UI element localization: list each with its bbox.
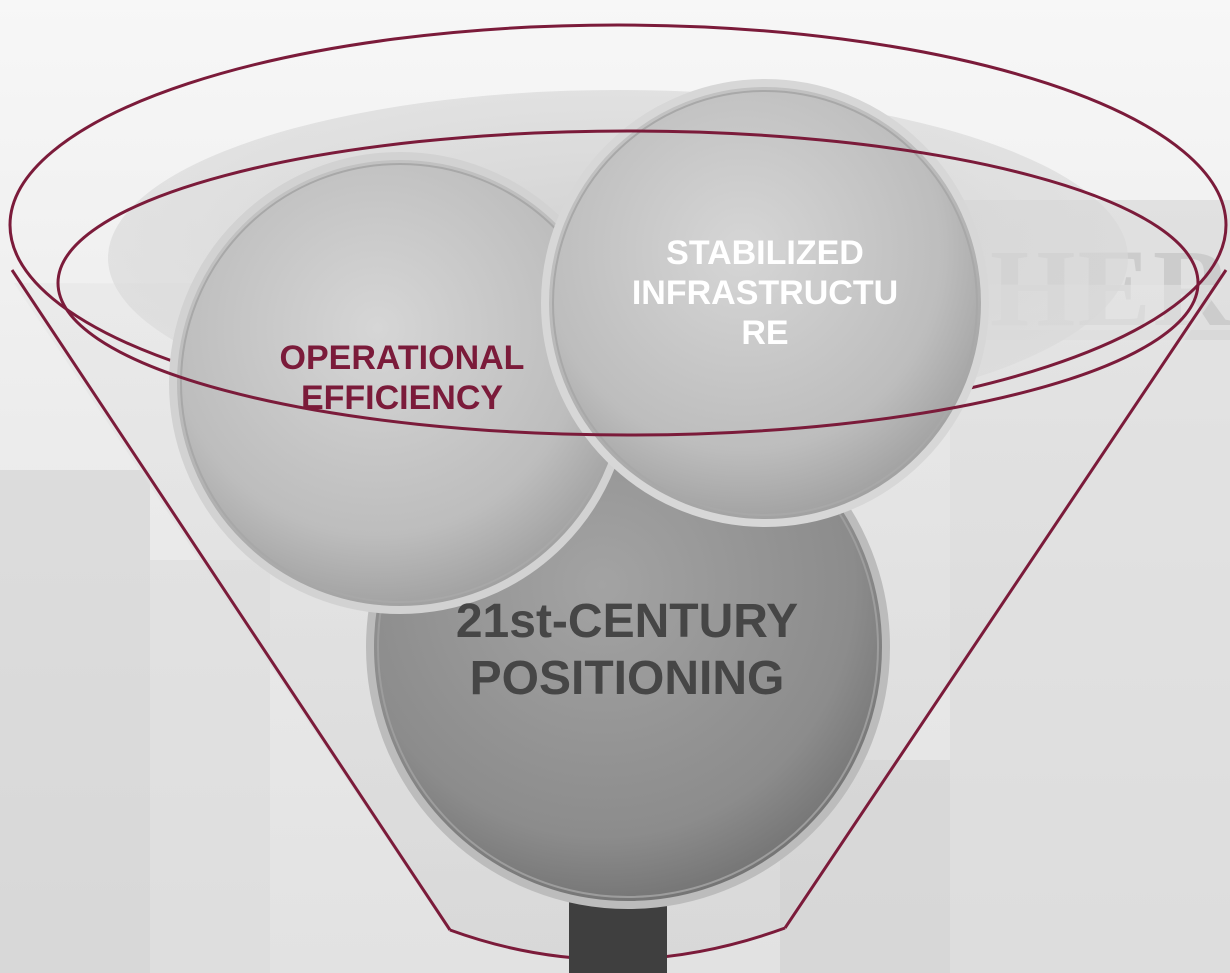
background-building-left (0, 470, 150, 973)
label-stabilized-infrastructure: STABILIZED INFRASTRUCTU RE (631, 234, 899, 353)
funnel-edge-right (783, 269, 1228, 929)
circle-stabilized-ring (552, 90, 978, 516)
circle-stabilized (541, 79, 989, 527)
funnel-edge-left (10, 269, 452, 931)
funnel-rim-inner (56, 129, 1200, 437)
label-21st-century-positioning: 21st-CENTURY POSITIONING (455, 595, 799, 705)
label-operational-efficiency: OPERATIONAL EFFICIENCY (279, 339, 525, 418)
